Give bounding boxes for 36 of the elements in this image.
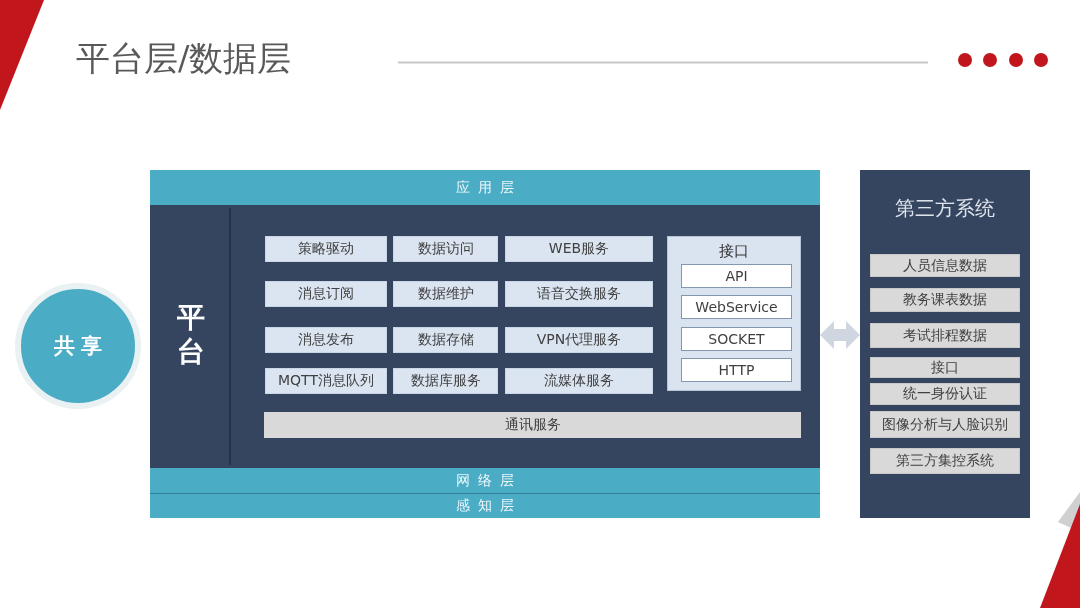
system-item-box: 教务课表数据 (870, 288, 1020, 312)
panel-title: 第三方系统 (895, 195, 995, 222)
service-box: 数据访问 (393, 236, 498, 262)
group-title: 接口 (719, 241, 749, 261)
system-item-box: 人员信息数据 (870, 254, 1020, 277)
panel-label: 平台 (176, 301, 206, 369)
service-box: 数据库服务 (393, 368, 498, 394)
system-item-box: 考试排程数据 (870, 323, 1020, 348)
protocol-box: HTTP (681, 358, 792, 382)
protocol-box: WebService (681, 295, 792, 319)
double-arrow (820, 321, 860, 349)
service-box: 策略驱动 (265, 236, 387, 262)
page-title: 平台层/数据层 (76, 37, 292, 80)
system-item-box: 图像分析与人脸识别 (870, 411, 1020, 438)
service-box: 流媒体服务 (505, 368, 653, 394)
circle-node: 共享 (15, 283, 141, 409)
system-item-box: 第三方集控系统 (870, 448, 1020, 474)
service-box: 消息发布 (265, 327, 387, 353)
system-item-box: 接口 (870, 357, 1020, 378)
layer-band: 感知层 (150, 493, 820, 518)
service-box: 数据存储 (393, 327, 498, 353)
system-panel (860, 170, 1030, 518)
service-box: 语音交换服务 (505, 281, 653, 307)
service-box: 数据维护 (393, 281, 498, 307)
layer-band: 网络层 (150, 468, 820, 493)
service-box: WEB服务 (505, 236, 653, 262)
interface-group-box (667, 236, 801, 391)
protocol-box: SOCKET (681, 327, 792, 351)
service-box: 消息订阅 (265, 281, 387, 307)
service-box: MQTT消息队列 (265, 368, 387, 394)
layer-band: 应用层 (150, 170, 820, 205)
platform-panel (150, 205, 820, 468)
system-item-box: 统一身份认证 (870, 383, 1020, 405)
service-bar: 通讯服务 (264, 412, 801, 438)
service-box: VPN代理服务 (505, 327, 653, 353)
protocol-box: API (681, 264, 792, 288)
